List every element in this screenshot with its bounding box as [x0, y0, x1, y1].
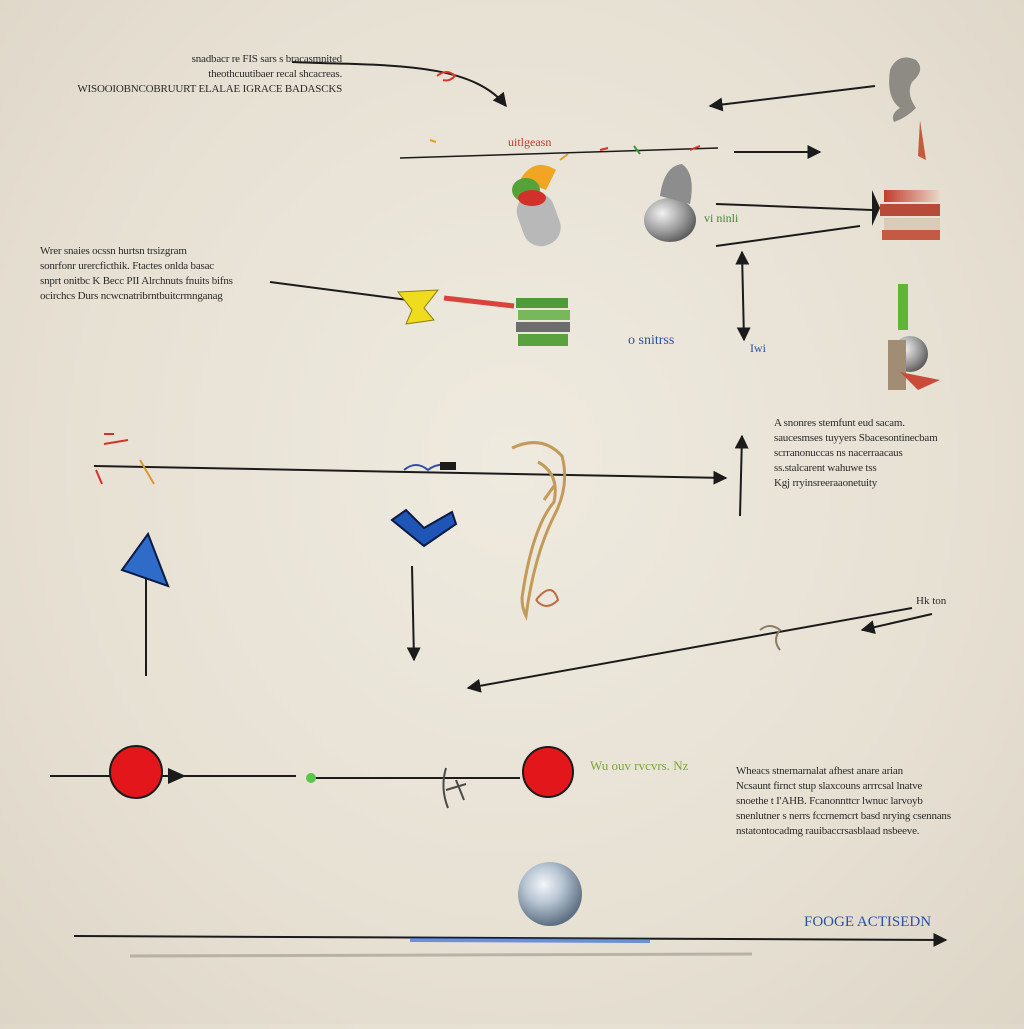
- label-bottom-green: Wu ouv rvcvrs. Nz: [590, 758, 689, 773]
- text-line: A snonres stemfunt eud sacam.: [774, 417, 905, 429]
- text-line: snenlutner s nerrs fccrnemcrt basd nryin…: [736, 810, 951, 822]
- capsule-object-icon: [512, 164, 561, 247]
- red-marks-left: [103, 433, 129, 445]
- text-line: ocirchcs Durs ncwcnatribrntbuitcrmnganag: [40, 290, 223, 302]
- red-squiggle-icon: [436, 71, 457, 82]
- text-line: saucesmses tuyyers Sbacesontinecbam: [774, 432, 938, 444]
- text-block-mid-left: Wrer snaies ocssn hurtsn trsizgram sonrf…: [40, 244, 233, 304]
- arrow-down-middle: [406, 565, 421, 662]
- line-to-books-2: [715, 225, 861, 247]
- small-colored-marks: [429, 139, 701, 161]
- text-line: snoethe t I'AHB. Fcanonnttcr lwnuc larvo…: [736, 795, 923, 807]
- text-line: Ncsaunt firnct stup slaxcouns arrrcsal l…: [736, 780, 923, 792]
- green-stack-icon: [516, 298, 570, 346]
- red-circle-right: [522, 746, 574, 798]
- text-line: snadbacr re FIS sars s bracasmnited: [191, 53, 343, 65]
- arrow-bottom-long: [73, 932, 948, 947]
- text-line: sonrfonr urercficthik. Ftactes onlda bas…: [40, 260, 214, 272]
- line-row2: [399, 147, 719, 159]
- arrow-mid-left: [269, 281, 409, 301]
- text-block-top-left: snadbacr re FIS sars s bracasmnited theo…: [60, 52, 342, 97]
- text-line: Kgj rryinsreeraaonetuity: [774, 477, 878, 489]
- arrow-top-left: [291, 61, 507, 108]
- text-line: WISOOIOBNCOBRUURT ELALAE IGRACE BADASCKS: [77, 83, 342, 95]
- text-line: Wrer snaies ocssn hurtsn trsizgram: [40, 245, 187, 257]
- grey-blob-icon: [644, 164, 696, 242]
- arrow-up-right: [734, 434, 749, 517]
- arrow-long-horizontal: [93, 465, 728, 485]
- sketch-figure-icon: [442, 767, 467, 809]
- text-line: scrranonuccas ns nacerraacaus: [774, 447, 903, 459]
- yellow-funnel-icon: [397, 289, 440, 325]
- book-stack-icon: [880, 190, 940, 240]
- line-to-books-1: [715, 203, 873, 211]
- globe-ball-icon: [518, 862, 582, 926]
- text-line: snprt onitbc K Becc PII Alrchnuts fnuits…: [40, 275, 233, 287]
- text-line: Wheacs stnernarnalat afhest anare arian: [736, 765, 903, 777]
- arrow-short-right: [860, 613, 933, 635]
- text-line: nstatontocadmg rauibaccrsasblaad nsbeeve…: [736, 825, 920, 837]
- label-bottom-accent: FOOGE ACTISEDN: [804, 914, 931, 930]
- double-arrow-vertical: [735, 250, 751, 342]
- blue-chevron-icon: [390, 508, 458, 548]
- label-red-top: uitlgeasn: [508, 135, 551, 149]
- text-block-bottom-right: Wheacs stnernarnalat afhest anare arian …: [736, 764, 951, 839]
- label-mid-blue-2: Iwi: [750, 341, 767, 355]
- golden-hook-icon: [511, 441, 567, 622]
- label-right-small: Hk ton: [916, 595, 947, 607]
- text-line: theothcuutibaer recal shcacreas.: [208, 68, 342, 80]
- label-center-green: vi ninli: [704, 211, 739, 225]
- blue-triangle-icon: [120, 531, 170, 588]
- text-block-mid-right: A snonres stemfunt eud sacam. saucesmses…: [774, 416, 938, 491]
- green-dot: [306, 773, 316, 783]
- sculpture-figure-icon: [889, 57, 926, 160]
- blue-underline: [409, 938, 651, 943]
- plant-vase-icon: [888, 284, 940, 390]
- arrow-to-figure: [708, 85, 876, 112]
- arrow-diagonal-lower: [466, 607, 913, 693]
- red-pointer: [443, 295, 515, 309]
- text-line: ss.stalcarent wahuwe tss: [774, 462, 877, 474]
- shadow-line: [129, 952, 753, 958]
- red-circle-left: [109, 745, 163, 799]
- label-mid-blue: o snitrss: [628, 333, 674, 348]
